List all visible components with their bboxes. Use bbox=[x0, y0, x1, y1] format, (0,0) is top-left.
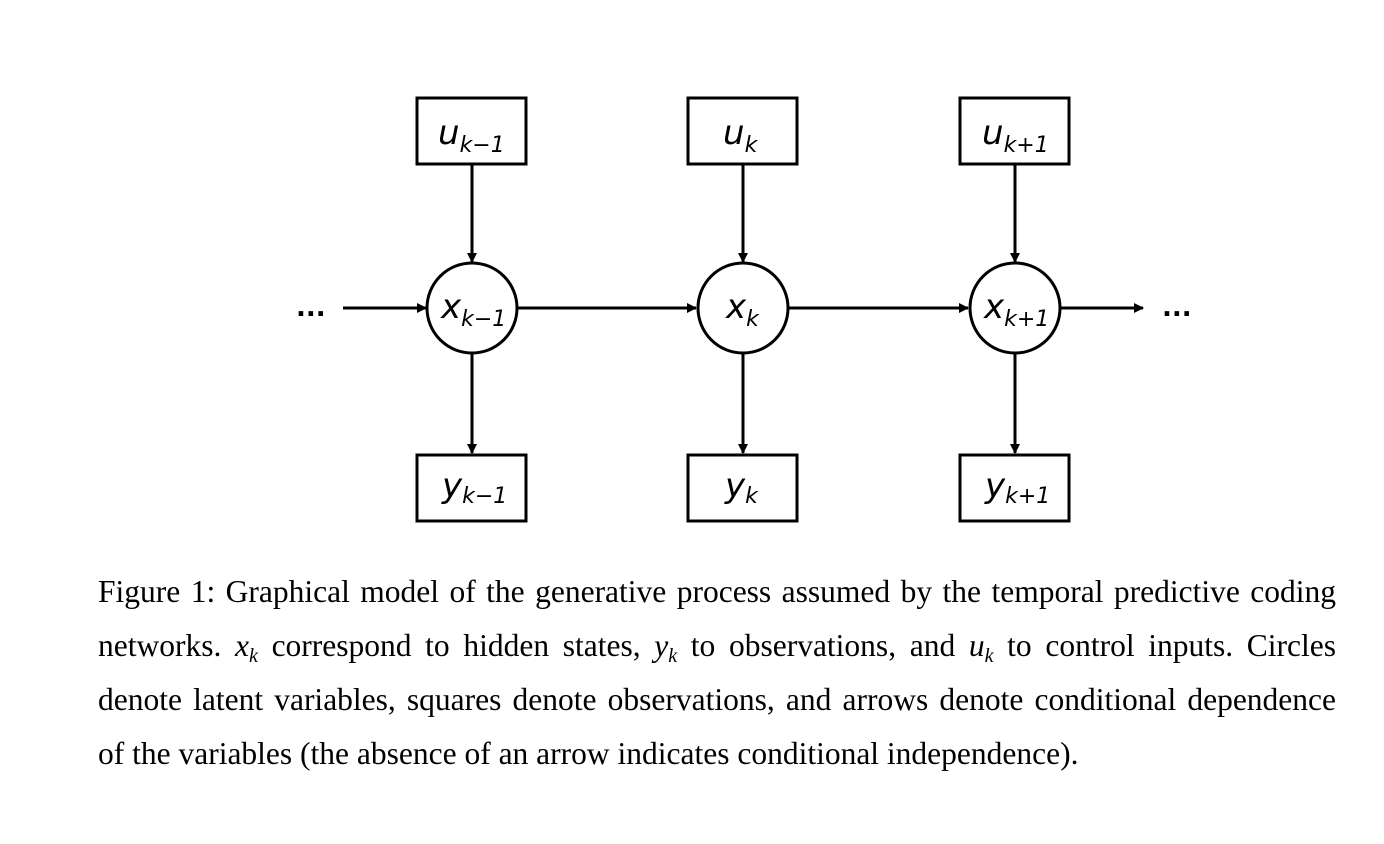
ellipsis-right: ... bbox=[1162, 293, 1192, 323]
column-k-plus-1: uk+1 xk+1 yk+1 bbox=[958, 96, 1071, 523]
ellipsis-left: ... bbox=[296, 293, 326, 323]
output-node-label: yk bbox=[724, 466, 759, 509]
input-node-label: uk+1 bbox=[982, 113, 1049, 158]
input-node-box bbox=[415, 96, 528, 166]
output-node-label: yk−1 bbox=[441, 466, 507, 509]
caption-var-y: y bbox=[654, 628, 669, 663]
state-node-label: xk+1 bbox=[983, 287, 1049, 332]
caption-label: Figure 1: bbox=[98, 574, 216, 609]
state-node-label: xk−1 bbox=[440, 287, 506, 332]
caption-var-u: u bbox=[968, 628, 985, 663]
caption-text-2: correspond to hidden states, bbox=[257, 628, 655, 663]
caption-var-y-sub: k bbox=[668, 645, 678, 667]
output-node-box bbox=[415, 453, 528, 523]
caption-var-u-sub: k bbox=[984, 645, 994, 667]
column-k-minus-1: uk−1 xk−1 yk−1 bbox=[415, 96, 528, 523]
caption-text-4: to control inputs. Circles denote latent… bbox=[98, 628, 1337, 771]
input-node-box bbox=[686, 96, 799, 166]
input-node-label: uk−1 bbox=[438, 113, 505, 158]
caption-text-3: to observations, and bbox=[677, 628, 969, 663]
output-node-box bbox=[686, 453, 799, 523]
figure-caption: Figure 1: Graphical model of the generat… bbox=[98, 565, 1336, 781]
caption-var-x: x bbox=[235, 628, 250, 663]
state-node-label: xk bbox=[725, 287, 760, 332]
column-k: uk xk yk bbox=[686, 96, 799, 523]
caption-var-x-sub: k bbox=[249, 645, 258, 667]
output-node-label: yk+1 bbox=[984, 466, 1050, 509]
input-node-label: uk bbox=[723, 113, 759, 158]
caption-text-1: Graphical model of the generative proces… bbox=[98, 574, 1336, 663]
graphical-model-diagram: ... ... uk−1 xk−1 yk−1 uk xk bbox=[296, 96, 1192, 523]
output-node-box bbox=[958, 453, 1071, 523]
